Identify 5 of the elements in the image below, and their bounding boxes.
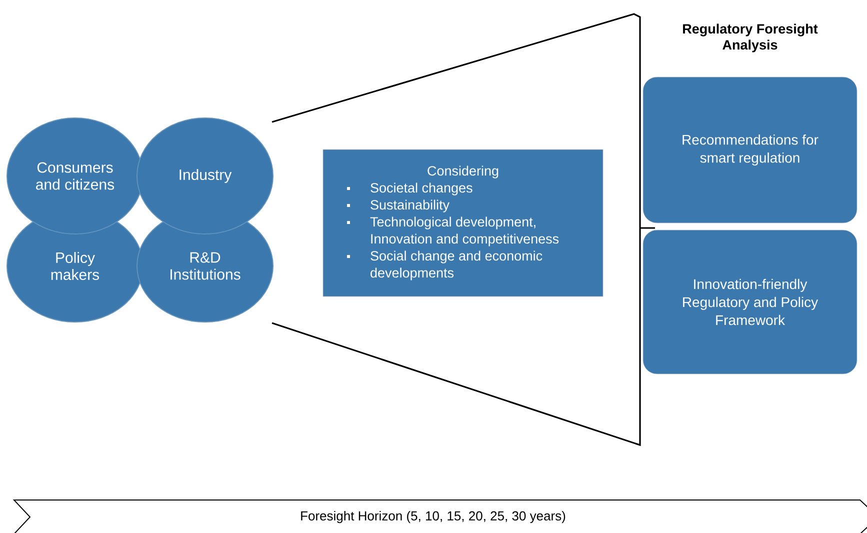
outcome-box: Recommendations for smart regulation bbox=[642, 76, 858, 224]
horizon-band: Foresight Horizon (5, 10, 15, 20, 25, 30 years) bbox=[12, 500, 867, 533]
topics-box: Considering Societal changes Sustainability Technological development, Innovation and competitiveness Social change and economic developments bbox=[322, 149, 604, 297]
heading: Regulatory Foresight Analysis bbox=[683, 24, 818, 52]
outcome-box: Innovation-friendly Regulatory and Policy Framework bbox=[642, 230, 858, 374]
